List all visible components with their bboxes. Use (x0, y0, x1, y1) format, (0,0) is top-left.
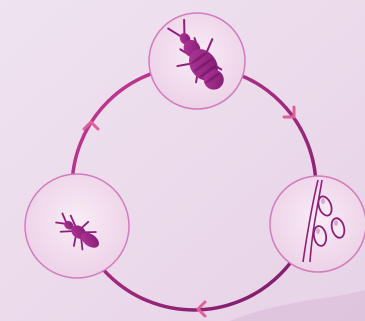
stage-node-nymph (25, 174, 129, 278)
stage-node-adult (149, 11, 245, 109)
stage-node-eggs (270, 176, 365, 272)
